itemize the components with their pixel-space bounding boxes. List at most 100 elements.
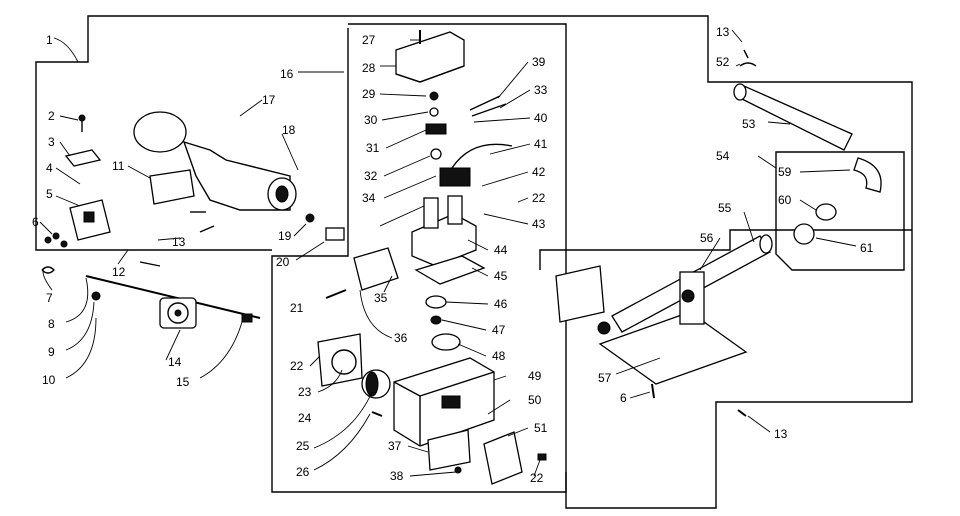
callout-53: 53: [742, 117, 756, 131]
callout-47: 47: [492, 323, 506, 337]
fitting-part-15: [241, 313, 253, 323]
valve-body-part-49: [393, 357, 495, 447]
callout-9: 9: [48, 345, 55, 359]
block-part-44: [411, 195, 477, 267]
screw-part-13-right: [737, 409, 747, 417]
callout-24: 24: [298, 411, 312, 425]
callout-30: 30: [364, 113, 378, 127]
callout-54: 54: [716, 149, 730, 163]
frame-left-top: [35, 15, 913, 509]
gasket-part-45: [414, 255, 486, 285]
callout-44: 44: [494, 243, 508, 257]
callout-48: 48: [492, 349, 506, 363]
callout-43: 43: [532, 217, 546, 231]
callout-12: 12: [112, 265, 126, 279]
callout-29: 29: [362, 87, 376, 101]
callout-40: 40: [534, 111, 548, 125]
callout-6: 6: [32, 215, 39, 229]
callout-38: 38: [390, 469, 404, 483]
callout-15: 15: [176, 375, 190, 389]
callout-50: 50: [528, 393, 542, 407]
callout-8: 8: [48, 317, 55, 331]
housing-part-17: [133, 111, 297, 211]
plate-part-51: [483, 431, 523, 485]
callout-42: 42: [532, 165, 546, 179]
screw-part-2: [78, 114, 86, 132]
callout-61: 61: [860, 241, 874, 255]
part-52: [739, 49, 757, 67]
callout-34: 34: [362, 191, 376, 205]
callout-52: 52: [716, 55, 730, 69]
callout-51: 51: [534, 421, 548, 435]
rod-end-9: [91, 291, 101, 301]
callout-36: 36: [394, 331, 408, 345]
callout-14: 14: [168, 355, 182, 369]
callout-26: 26: [296, 465, 310, 479]
frame-lower-left: [35, 232, 272, 251]
part-29: [429, 91, 439, 101]
screw-part-6-right: [651, 383, 655, 399]
elbow-kit-box: [775, 151, 905, 271]
right-inner-box: [539, 229, 912, 270]
part-33-41: [439, 95, 513, 187]
callout-20: 20: [276, 255, 290, 269]
bracket-part-23: [317, 333, 363, 387]
part-38: [454, 466, 462, 474]
callout-2: 2: [48, 109, 55, 123]
callout-32: 32: [364, 169, 378, 183]
bracket-part-37: [427, 429, 471, 471]
callout-11: 11: [112, 159, 125, 173]
part-60: [815, 203, 837, 221]
leader-lines: [39, 29, 857, 477]
callout-45: 45: [494, 269, 508, 283]
callout-22a: 22: [290, 359, 304, 373]
callout-25: 25: [296, 439, 310, 453]
callout-19: 19: [278, 229, 292, 243]
callout-1: 1: [46, 33, 53, 47]
pipe-part-53: [733, 83, 853, 151]
callout-31: 31: [366, 141, 380, 155]
callout-60: 60: [778, 193, 792, 207]
callout-13a: 13: [172, 235, 186, 249]
callout-35: 35: [374, 291, 388, 305]
part-47: [430, 315, 442, 325]
callout-3: 3: [48, 135, 55, 149]
knob-part-25: [361, 369, 391, 399]
callout-41: 41: [534, 137, 548, 151]
part-22-lower: [537, 453, 547, 461]
callout-22b: 22: [532, 191, 546, 205]
part-46: [425, 295, 447, 309]
callout-56: 56: [700, 231, 714, 245]
callout-23: 23: [298, 385, 312, 399]
callout-39: 39: [532, 55, 546, 69]
callout-labels: 1 2 3 4 5 6 7 8 9 10 11 12 13 14 15 16 1…: [32, 25, 874, 485]
plate-part-36: [353, 247, 399, 291]
callout-22c: 22: [530, 471, 544, 485]
callout-49: 49: [528, 369, 542, 383]
cover-part-28: [395, 31, 465, 83]
callout-28: 28: [362, 61, 376, 75]
callout-46: 46: [494, 297, 508, 311]
screw-part-21: [325, 289, 347, 299]
part-61: [793, 223, 815, 245]
callout-13b: 13: [716, 25, 730, 39]
motor-part-14: [159, 297, 197, 329]
callout-33: 33: [534, 83, 548, 97]
callout-18: 18: [282, 123, 296, 137]
clip-part-7: [41, 266, 55, 274]
callout-13c: 13: [774, 427, 788, 441]
fasteners-left: [139, 211, 345, 267]
part-31: [425, 123, 447, 135]
callout-21: 21: [290, 301, 304, 315]
rod-part-8: [85, 275, 261, 319]
callout-55: 55: [718, 201, 732, 215]
callout-57: 57: [598, 371, 612, 385]
callout-16: 16: [280, 67, 294, 81]
elbow-part-59: [853, 157, 882, 193]
screw-part-26: [371, 411, 383, 417]
part-48: [431, 333, 461, 351]
callout-37: 37: [388, 439, 402, 453]
frame-part-57: [555, 265, 748, 385]
bracket-part-11: [149, 169, 195, 205]
